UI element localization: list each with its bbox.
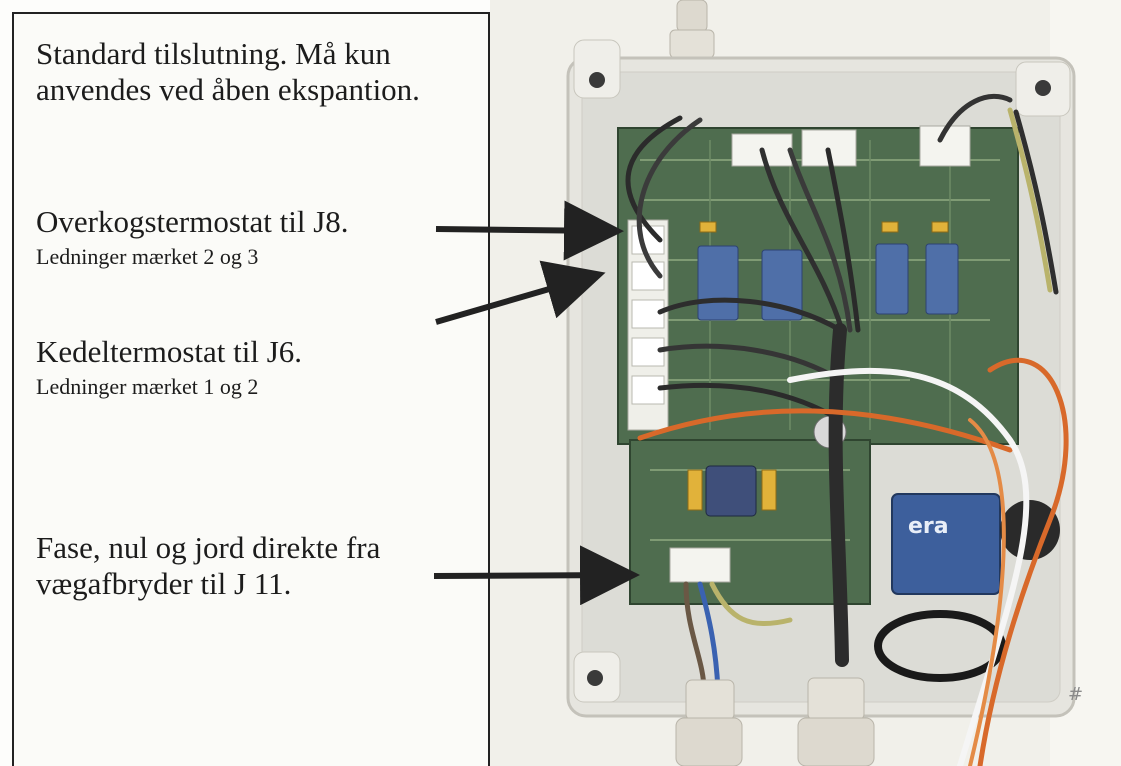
transformer-brand-label: era xyxy=(908,514,949,539)
note-mains-supply: Fase, nul og jord direkte fra vægafbryde… xyxy=(36,530,381,601)
note-overheat-thermostat: Overkogstermostat til J8. Ledninger mærk… xyxy=(36,204,349,269)
note-overheat-title: Overkogstermostat til J8. xyxy=(36,204,349,239)
connector-j11 xyxy=(669,547,731,583)
top-cable-gland xyxy=(676,0,708,33)
main-transformer: era xyxy=(891,493,1001,595)
wire-coil xyxy=(874,610,1006,682)
note-boiler-wires: Ledninger mærket 1 og 2 xyxy=(36,373,259,399)
note-standard-connection: Standard tilslutning. Må kun anvendes ve… xyxy=(36,36,420,107)
top-gland-nut xyxy=(669,29,715,59)
connector-strip-left xyxy=(627,219,669,431)
wall-mark: # xyxy=(1068,684,1083,705)
note-boiler-thermostat: Kedeltermostat til J6. Ledninger mærket … xyxy=(36,334,302,399)
small-transformer xyxy=(705,465,757,517)
bottom-cable-glands xyxy=(675,677,875,766)
controller-photo: era xyxy=(490,0,1121,766)
controller-illustration: era xyxy=(490,0,1121,766)
screw-bosses xyxy=(573,39,1071,703)
components-yellow xyxy=(687,221,949,511)
dark-knob xyxy=(1000,500,1060,560)
note-boiler-title: Kedeltermostat til J6. xyxy=(36,334,303,369)
annotation-panel: Standard tilslutning. Må kun anvendes ve… xyxy=(12,12,490,766)
relays xyxy=(697,243,959,321)
note-overheat-wires: Ledninger mærket 2 og 3 xyxy=(36,243,259,269)
